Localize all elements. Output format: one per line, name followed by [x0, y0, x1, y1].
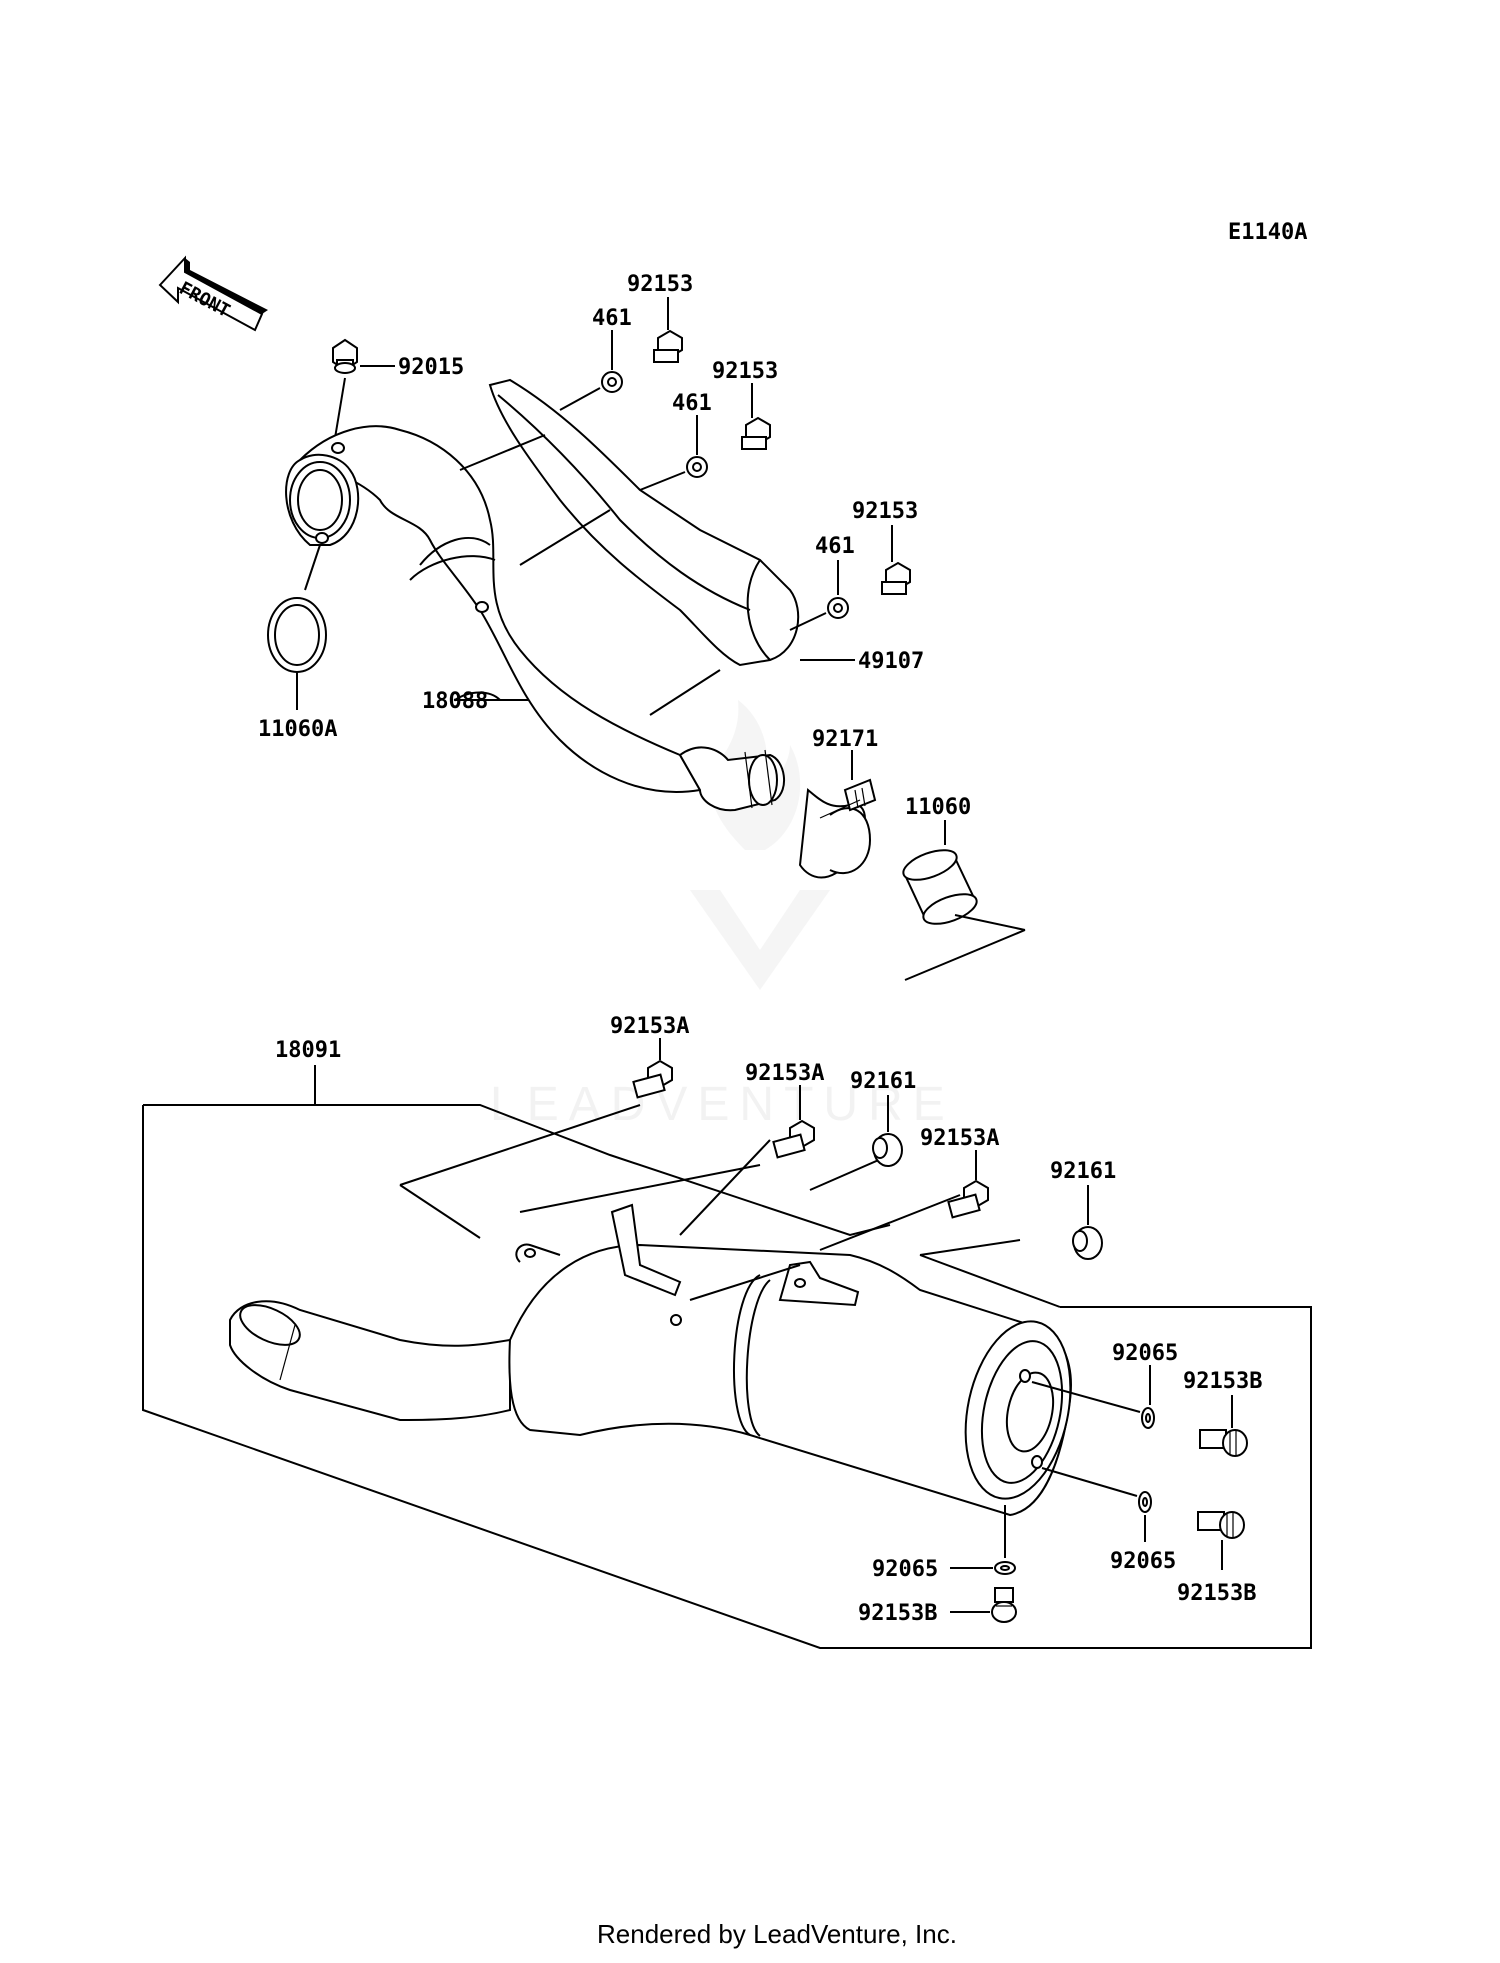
callout-11060: 11060: [905, 795, 971, 820]
callout-92153B-a: 92153B: [1183, 1369, 1262, 1394]
callout-92065-b: 92065: [1110, 1549, 1176, 1574]
callout-92065-c: 92065: [872, 1557, 938, 1582]
flange-bolt-92015: [332, 338, 358, 374]
watermark-text: LEADVENTURE: [490, 1078, 955, 1131]
callout-92153-c: 92153: [852, 499, 918, 524]
bolt-92153A-b: [772, 1119, 815, 1159]
callout-92153A-a: 92153A: [610, 1014, 689, 1039]
callout-11060A: 11060A: [258, 717, 337, 742]
callout-461-a: 461: [592, 306, 632, 331]
bolt-92153A-c: [947, 1179, 989, 1219]
washer-92065-a: [1141, 1407, 1155, 1429]
washer-461-c: [827, 597, 849, 619]
callout-92153A-b: 92153A: [745, 1061, 824, 1086]
bolt-92153-b: [741, 416, 771, 450]
bolt-92153-a: [653, 329, 683, 363]
bolt-92153B-a: [1199, 1429, 1248, 1457]
bolt-92153B-b: [1197, 1511, 1245, 1539]
callout-92161-b: 92161: [1050, 1159, 1116, 1184]
callout-18088: 18088: [422, 689, 488, 714]
grommet-92161-b: [1072, 1226, 1103, 1260]
leadventure-watermark: LEADVENTURE: [490, 700, 955, 1131]
footer-credit: Rendered by LeadVenture, Inc.: [597, 1919, 957, 1949]
callout-461-b: 461: [672, 391, 712, 416]
grommet-92161-a: [872, 1133, 903, 1167]
diagram-code: E1140A: [1228, 220, 1307, 245]
callout-92153B-c: 92153B: [858, 1601, 937, 1626]
washer-461-a: [601, 371, 623, 393]
washer-92065-b: [1138, 1491, 1152, 1513]
bolt-92153A-a: [632, 1059, 673, 1099]
callout-92153-b: 92153: [712, 359, 778, 384]
bolt-92153-c: [881, 561, 911, 595]
washer-461-b: [686, 456, 708, 478]
callout-49107: 49107: [858, 649, 924, 674]
clamp-92171: [798, 778, 877, 879]
exhaust-pipe-18088: [285, 425, 786, 812]
washer-92065-c: [994, 1561, 1016, 1575]
callout-92015: 92015: [398, 355, 464, 380]
callout-92065-a: 92065: [1112, 1341, 1178, 1366]
callout-18091: 18091: [275, 1038, 341, 1063]
gasket-11060A: [267, 597, 327, 673]
sleeve-11060: [902, 849, 978, 925]
muffler-18091: [229, 1203, 1072, 1517]
callout-92153-a: 92153: [627, 272, 693, 297]
callout-92171: 92171: [812, 727, 878, 752]
front-arrow-icon: FRONT: [158, 255, 268, 332]
callout-92153B-b: 92153B: [1177, 1581, 1256, 1606]
heat-guard-49107: [488, 378, 800, 667]
callout-92153A-c: 92153A: [920, 1126, 999, 1151]
callout-92161-a: 92161: [850, 1069, 916, 1094]
bolt-92153B-c: [991, 1587, 1017, 1623]
callout-461-c: 461: [815, 534, 855, 559]
